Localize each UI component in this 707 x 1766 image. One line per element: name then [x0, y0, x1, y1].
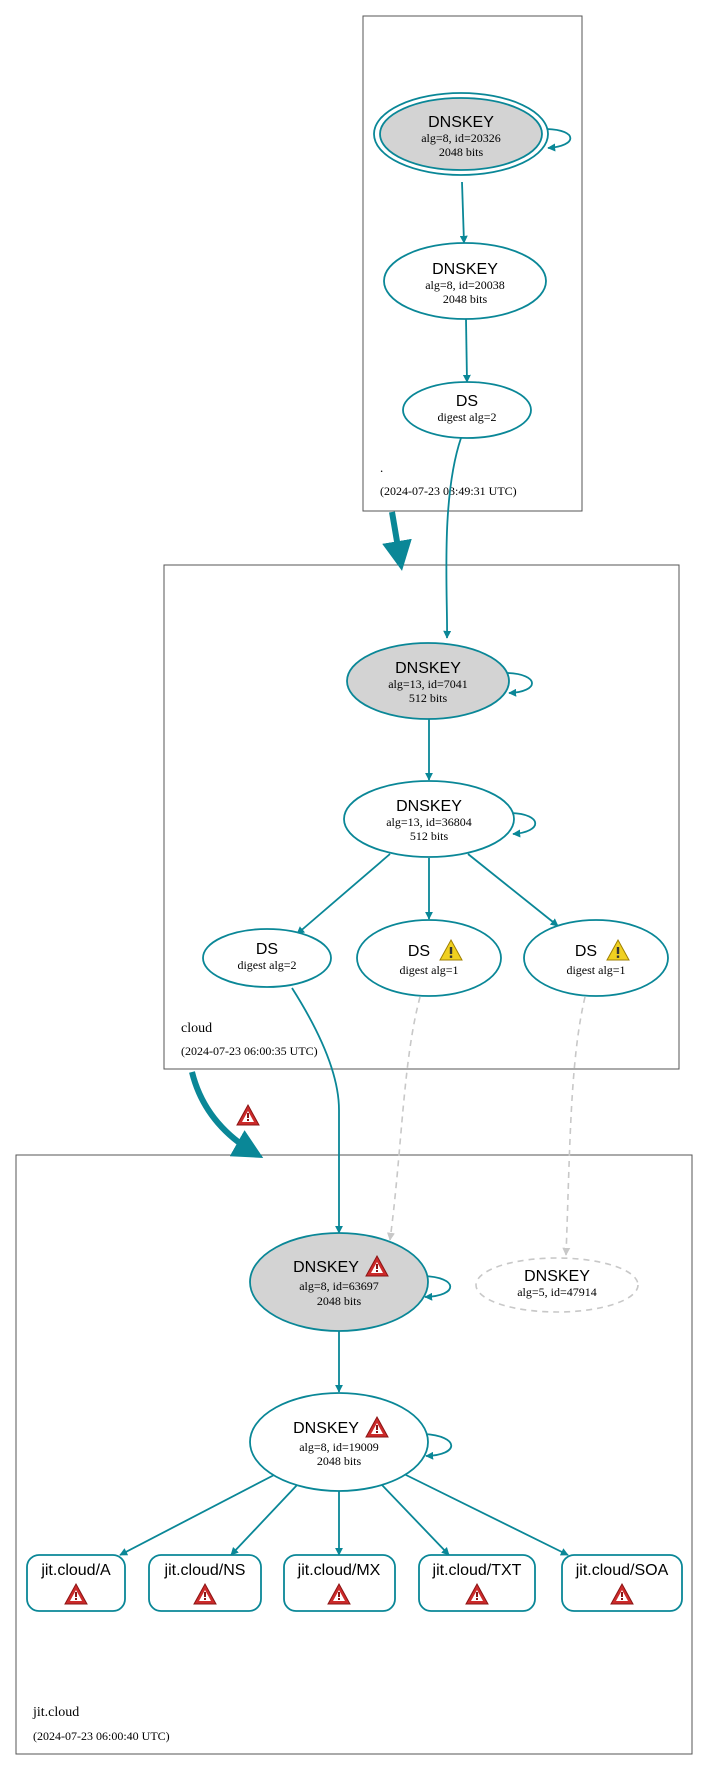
zone-timestamp-cloud: (2024-07-23 06:00:35 UTC)	[181, 1044, 318, 1058]
edge-jit-zsk-rr-ns	[230, 1483, 299, 1556]
node-root-zsk-line1: alg=8, id=20038	[425, 278, 505, 292]
edge-cloud-ds-c-jit-missing	[562, 996, 586, 1256]
rrset-label: jit.cloud/MX	[297, 1562, 381, 1579]
node-jit-ksk-line2: 2048 bits	[317, 1294, 362, 1308]
rrset-label: jit.cloud/A	[40, 1562, 111, 1579]
node-jit-zsk: DNSKEY alg=8, id=19009 2048 bits	[249, 1392, 429, 1492]
node-root-ksk-line2: 2048 bits	[439, 145, 484, 159]
edge-cloud-zsk-selfsign	[510, 812, 536, 838]
node-cloud-ds-b-line1: digest alg=1	[399, 963, 458, 977]
node-jit-missing-title: DNSKEY	[524, 1268, 590, 1285]
edge-jit-ksk-selfsign	[422, 1275, 452, 1301]
node-root-ds: DS digest alg=2	[402, 381, 532, 439]
zone-box-cloud	[163, 564, 680, 1070]
delegation-arrow-root-cloud	[382, 511, 412, 571]
node-root-ksk: DNSKEY alg=8, id=20326 2048 bits	[373, 92, 549, 176]
node-cloud-zsk-line1: alg=13, id=36804	[386, 815, 472, 829]
node-root-ksk-title: DNSKEY	[428, 114, 494, 131]
node-cloud-ds-a-title: DS	[256, 941, 278, 958]
node-cloud-ds-c-line1: digest alg=1	[566, 963, 625, 977]
node-cloud-zsk: DNSKEY alg=13, id=36804 512 bits	[343, 780, 515, 858]
edge-jit-zsk-rr-soa	[403, 1473, 569, 1556]
node-cloud-ds-c: DS digest alg=1	[523, 919, 669, 997]
edge-cloud-ds-b-jit-ksk	[386, 996, 421, 1241]
zone-name-jit: jit.cloud	[32, 1705, 79, 1720]
node-root-ksk-line1: alg=8, id=20326	[421, 131, 501, 145]
node-root-ds-title: DS	[456, 393, 478, 410]
node-cloud-ds-c-title: DS	[575, 943, 597, 960]
edge-jit-zsk-selfsign	[423, 1433, 453, 1460]
rrset-node: jit.cloud/TXT	[418, 1554, 536, 1612]
rrset-node: jit.cloud/MX	[283, 1554, 396, 1612]
node-cloud-ksk-line1: alg=13, id=7041	[388, 677, 468, 691]
node-jit-zsk-line2: 2048 bits	[317, 1454, 362, 1468]
edge-cloud-ksk-selfsign	[506, 672, 533, 697]
node-cloud-ds-a: DS digest alg=2	[202, 928, 332, 988]
node-root-zsk-title: DNSKEY	[432, 261, 498, 278]
node-cloud-ksk-title: DNSKEY	[395, 660, 461, 677]
edge-jit-zsk-rr-a	[119, 1473, 277, 1556]
rrset-node: jit.cloud/SOA	[561, 1554, 683, 1612]
edge-cloud-ds-a-jit-ksk	[291, 987, 343, 1234]
node-cloud-ds-a-line1: digest alg=2	[237, 958, 296, 972]
rrset-node: jit.cloud/A	[26, 1554, 126, 1612]
node-jit-ksk-line1: alg=8, id=63697	[299, 1279, 379, 1293]
edge-cloud-zsk-ds-c	[467, 853, 559, 927]
node-jit-missing-key: DNSKEY alg=5, id=47914	[475, 1257, 639, 1313]
node-jit-zsk-line1: alg=8, id=19009	[299, 1440, 379, 1454]
zone-name-root: .	[380, 460, 383, 475]
zone-box-root	[362, 15, 583, 512]
node-jit-zsk-title: DNSKEY	[293, 1420, 359, 1437]
node-cloud-ds-b: DS digest alg=1	[356, 919, 502, 997]
rrset-node: jit.cloud/NS	[148, 1554, 262, 1612]
delegation-arrow-cloud-jit	[189, 1071, 264, 1158]
rrset-label: jit.cloud/TXT	[432, 1562, 522, 1579]
edge-jit-zsk-rr-txt	[380, 1483, 450, 1556]
node-root-ds-line1: digest alg=2	[437, 410, 496, 424]
edge-root-ksk-selfsign	[546, 128, 572, 152]
node-cloud-ds-b-title: DS	[408, 943, 430, 960]
node-root-zsk-line2: 2048 bits	[443, 292, 488, 306]
node-jit-missing-line1: alg=5, id=47914	[517, 1285, 597, 1299]
zone-box-jit	[15, 1154, 693, 1755]
edge-cloud-zsk-ds-a	[296, 853, 391, 935]
rrset-label: jit.cloud/NS	[164, 1562, 246, 1579]
node-cloud-ksk: DNSKEY alg=13, id=7041 512 bits	[346, 642, 510, 720]
zone-timestamp-jit: (2024-07-23 06:00:40 UTC)	[33, 1729, 170, 1743]
edge-root-zsk-ds	[462, 318, 471, 383]
edge-root-ds-cloud-ksk	[443, 437, 462, 639]
rrset-label: jit.cloud/SOA	[575, 1562, 669, 1579]
node-cloud-zsk-title: DNSKEY	[396, 798, 462, 815]
node-cloud-zsk-line2: 512 bits	[410, 829, 449, 843]
zone-timestamp-root: (2024-07-23 03:49:31 UTC)	[380, 484, 517, 498]
delegation-error-icon	[236, 1104, 260, 1126]
node-jit-ksk: DNSKEY alg=8, id=63697 2048 bits	[249, 1232, 429, 1332]
node-root-zsk: DNSKEY alg=8, id=20038 2048 bits	[383, 242, 547, 320]
edge-root-ksk-zsk	[459, 181, 468, 244]
node-jit-ksk-title: DNSKEY	[293, 1259, 359, 1276]
node-cloud-ksk-line2: 512 bits	[409, 691, 448, 705]
zone-name-cloud: cloud	[181, 1021, 212, 1036]
